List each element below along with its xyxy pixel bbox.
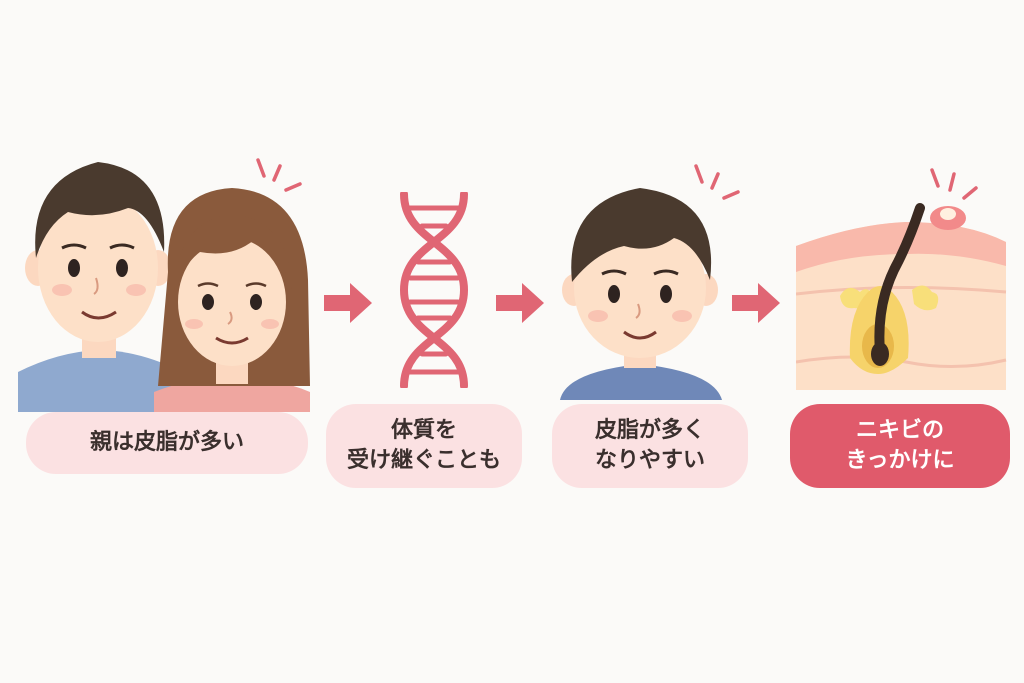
step-2-label: 体質を 受け継ぐことも (326, 404, 522, 488)
arrow-right-icon (730, 280, 782, 326)
arrow-right-icon (494, 280, 546, 326)
dna-icon (394, 192, 474, 388)
step-4-label: ニキビの きっかけに (790, 404, 1010, 488)
step-2-text-line-1: 体質を (390, 418, 457, 443)
step-2-text-line-2: 受け継ぐことも (346, 448, 501, 473)
acne-skin-illustration (796, 162, 1008, 394)
parents-illustration (18, 140, 318, 412)
step-3-text-line-1: 皮脂が多く (594, 418, 705, 443)
step-1-text-line-1: 親は皮脂が多い (89, 430, 244, 455)
step-4-text-line-2: きっかけに (845, 448, 955, 473)
step-3-text-line-2: なりやすい (594, 448, 705, 473)
child-illustration (556, 158, 746, 400)
step-1-label: 親は皮脂が多い (26, 412, 308, 474)
arrow-right-icon (322, 280, 374, 326)
step-4-text-line-1: ニキビの (855, 418, 944, 443)
step-3-label: 皮脂が多く なりやすい (552, 404, 748, 488)
